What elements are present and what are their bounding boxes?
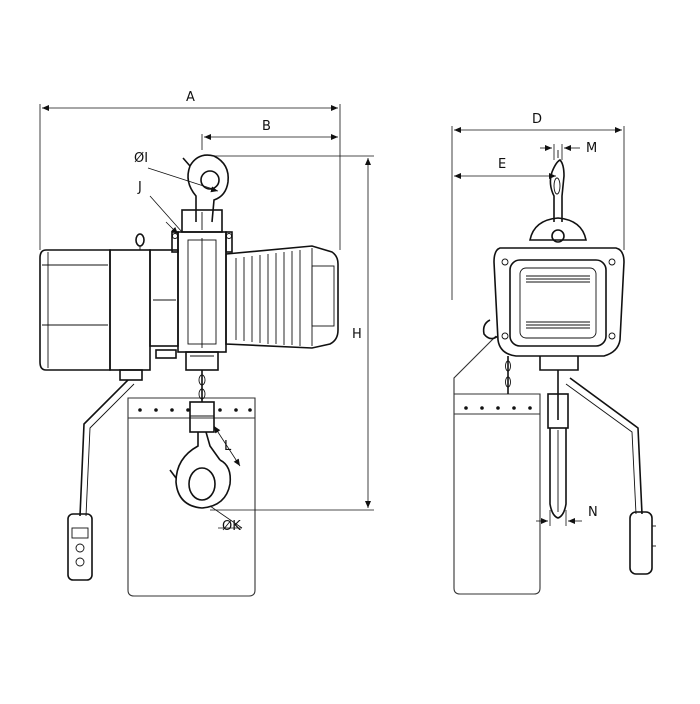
label-M: M: [586, 141, 597, 156]
front-gearbox: [39, 249, 179, 371]
front-motor: [225, 245, 339, 349]
dimension-J: J: [137, 180, 183, 235]
label-K: ØK: [222, 519, 241, 534]
side-bottom-hook: [547, 393, 569, 519]
label-N: N: [588, 505, 598, 520]
label-B: B: [262, 119, 271, 134]
dimension-N: N: [536, 505, 598, 526]
dimension-B: B: [201, 119, 338, 150]
label-I: ØI: [134, 151, 148, 166]
dimension-K: ØK: [209, 505, 243, 534]
label-J: J: [137, 180, 142, 195]
side-chain: [505, 356, 559, 420]
front-chain: [198, 370, 206, 402]
label-H: H: [352, 327, 362, 342]
side-pendant-control: [565, 377, 656, 575]
dimension-D: D: [451, 112, 625, 300]
front-chain-bag: [127, 397, 256, 597]
front-top-hook: [181, 154, 230, 233]
dimension-M: M: [540, 141, 597, 160]
side-view: D E M N: [451, 112, 656, 595]
side-top-hook: [549, 150, 565, 222]
label-A: A: [186, 90, 195, 105]
dimension-I: ØI: [134, 151, 219, 193]
dimension-A: A: [39, 90, 341, 250]
front-view: A B H ØI J ØK L: [39, 90, 374, 597]
side-hoist-body: [482, 217, 625, 371]
label-E: E: [498, 157, 506, 172]
dimension-L: L: [213, 425, 241, 467]
label-L: L: [224, 439, 232, 454]
dimension-H: H: [210, 155, 374, 511]
dimension-E: E: [454, 157, 556, 179]
label-D: D: [532, 112, 542, 127]
front-bottom-hook: [169, 401, 232, 509]
front-pendant-control: [67, 379, 135, 581]
side-chain-bag: [453, 335, 541, 595]
